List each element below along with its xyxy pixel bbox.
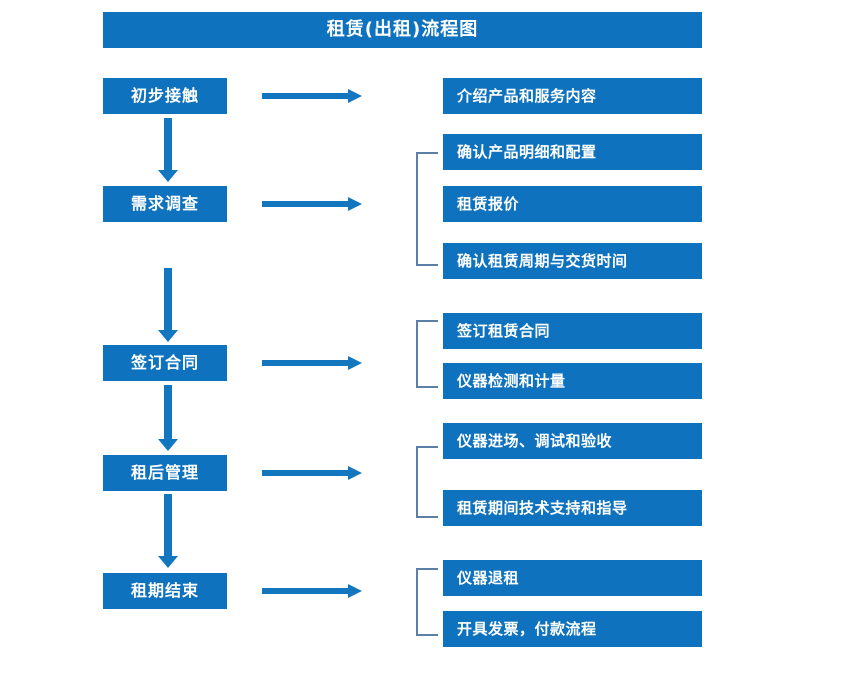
stage-box-2[interactable]: 需求调查 [103, 186, 227, 222]
detail-box-7[interactable]: 仪器进场、调试和验收 [443, 423, 702, 459]
arrow-down-4 [158, 494, 178, 568]
arrow-head [348, 466, 362, 480]
arrow-right-3 [262, 354, 362, 372]
arrow-head [348, 584, 362, 598]
arrow-shaft [262, 588, 350, 594]
stage-box-5[interactable]: 租期结束 [103, 573, 227, 609]
arrow-shaft [164, 268, 172, 330]
group-bracket-5 [416, 568, 438, 636]
detail-box-4[interactable]: 确认租赁周期与交货时间 [443, 243, 702, 279]
detail-box-10[interactable]: 开具发票，付款流程 [443, 611, 702, 647]
arrow-down-2 [158, 268, 178, 342]
group-bracket-2 [416, 152, 438, 266]
detail-box-2[interactable]: 确认产品明细和配置 [443, 134, 702, 170]
arrow-head [158, 330, 178, 342]
detail-box-1[interactable]: 介绍产品和服务内容 [443, 78, 702, 114]
arrow-head [158, 439, 178, 451]
stage-box-1[interactable]: 初步接触 [103, 78, 227, 114]
arrow-shaft [262, 93, 350, 99]
arrow-shaft [164, 385, 172, 439]
arrow-shaft [262, 470, 350, 476]
stage-box-4[interactable]: 租后管理 [103, 455, 227, 491]
arrow-shaft [164, 118, 172, 170]
arrow-head [348, 197, 362, 211]
arrow-right-2 [262, 195, 362, 213]
detail-box-5[interactable]: 签订租赁合同 [443, 313, 702, 349]
stage-box-3[interactable]: 签订合同 [103, 345, 227, 381]
group-bracket-4 [416, 446, 438, 518]
arrow-head [158, 556, 178, 568]
detail-box-6[interactable]: 仪器检测和计量 [443, 363, 702, 399]
arrow-head [158, 170, 178, 182]
detail-box-3[interactable]: 租赁报价 [443, 186, 702, 222]
arrow-down-1 [158, 118, 178, 182]
detail-box-9[interactable]: 仪器退租 [443, 560, 702, 596]
arrow-right-1 [262, 87, 362, 105]
arrow-shaft [262, 201, 350, 207]
detail-box-8[interactable]: 租赁期间技术支持和指导 [443, 490, 702, 526]
arrow-down-3 [158, 385, 178, 451]
arrow-right-4 [262, 464, 362, 482]
arrow-shaft [262, 360, 350, 366]
arrow-shaft [164, 494, 172, 556]
arrow-head [348, 89, 362, 103]
group-bracket-3 [416, 320, 438, 388]
page-title: 租赁(出租)流程图 [103, 12, 702, 48]
arrow-right-5 [262, 582, 362, 600]
arrow-head [348, 356, 362, 370]
